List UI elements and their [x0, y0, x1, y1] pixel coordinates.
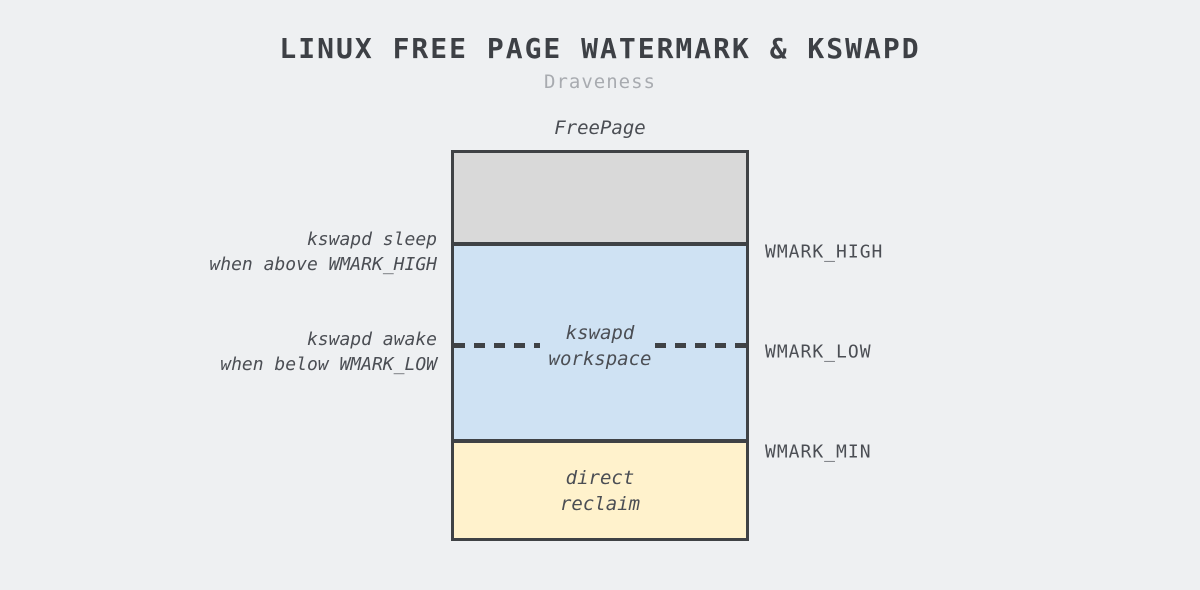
section-direct-reclaim: direct reclaim — [454, 443, 746, 538]
kswapd-workspace-label-line2: workspace — [548, 348, 652, 370]
direct-reclaim-label: direct reclaim — [560, 465, 640, 517]
annotation-kswapd-sleep-line2: when above WMARK_HIGH — [209, 254, 437, 275]
wmark-low-dashed-line-left — [454, 343, 540, 348]
kswapd-workspace-label: kswapd workspace — [454, 320, 746, 372]
direct-reclaim-label-line2: reclaim — [559, 492, 641, 515]
kswapd-workspace-label-line1: kswapd — [565, 322, 635, 344]
annotation-kswapd-sleep-line1: kswapd sleep — [306, 229, 437, 250]
page-title: LINUX FREE PAGE WATERMARK & KSWAPD — [279, 32, 921, 65]
freepage-box: kswapd workspace direct reclaim — [451, 150, 749, 541]
wmark-low-dashed-line-right — [651, 343, 746, 348]
freepage-box-title: FreePage — [554, 117, 646, 139]
section-above-wmark-high — [454, 153, 746, 246]
page-subtitle: Draveness — [544, 71, 656, 93]
section-kswapd-workspace: kswapd workspace — [454, 246, 746, 443]
annotation-kswapd-awake: kswapd awake when below WMARK_LOW — [220, 327, 437, 377]
annotation-kswapd-awake-line2: when below WMARK_LOW — [220, 354, 437, 375]
wmark-low-label: WMARK_LOW — [765, 341, 872, 363]
annotation-kswapd-awake-line1: kswapd awake — [306, 329, 437, 350]
wmark-high-label: WMARK_HIGH — [765, 241, 884, 263]
direct-reclaim-label-line1: direct — [565, 466, 635, 489]
wmark-min-label: WMARK_MIN — [765, 441, 872, 463]
annotation-kswapd-sleep: kswapd sleep when above WMARK_HIGH — [209, 227, 437, 277]
